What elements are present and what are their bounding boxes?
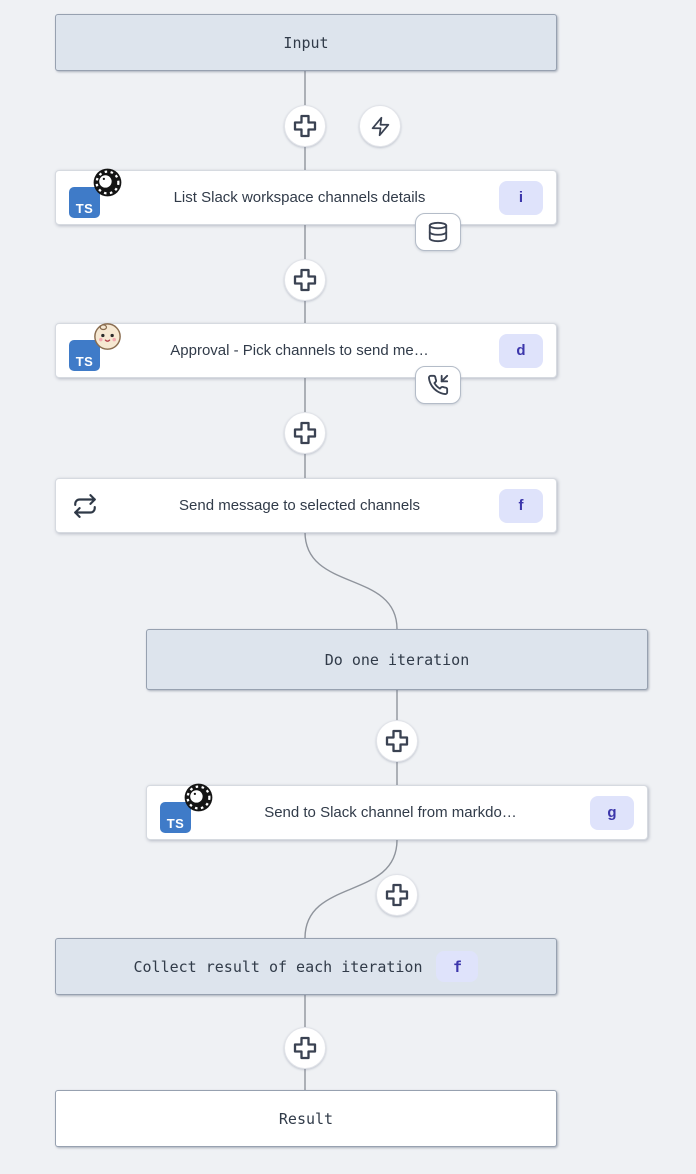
plus-icon: [385, 729, 409, 753]
database-icon: [428, 221, 448, 243]
add-step-button[interactable]: [376, 874, 418, 916]
step-node-approval[interactable]: TS Approval - Pick channels to send me… …: [55, 323, 557, 378]
flow-input-node[interactable]: Input: [55, 14, 557, 71]
deno-logo-icon: [93, 168, 122, 197]
connector-step4-to-collect: [304, 839, 398, 939]
zap-icon: [371, 116, 389, 136]
typescript-icon: TS: [69, 340, 100, 371]
plus-icon: [293, 114, 317, 138]
plus-icon: [293, 268, 317, 292]
collect-result-label: Collect result of each iteration: [133, 957, 423, 976]
step-id-badge: d: [499, 333, 543, 368]
step-label: Approval - Pick channels to send me…: [170, 342, 429, 359]
deno-logo-icon: [184, 783, 213, 812]
typescript-icon-label: TS: [166, 816, 185, 831]
do-one-iteration-node[interactable]: Do one iteration: [146, 629, 648, 690]
repeat-icon: [73, 493, 96, 518]
cache-indicator: [415, 213, 461, 251]
flow-result-label: Result: [278, 1109, 334, 1128]
step-label: Send to Slack channel from markdo…: [264, 804, 517, 821]
add-step-button[interactable]: [284, 1027, 326, 1069]
plus-icon: [385, 883, 409, 907]
bun-logo-icon: [94, 323, 121, 350]
do-one-iteration-label: Do one iteration: [324, 650, 470, 669]
typescript-icon: TS: [160, 802, 191, 833]
step-id-badge: f: [436, 951, 479, 982]
flow-result-node[interactable]: Result: [55, 1090, 557, 1147]
flow-input-label: Input: [283, 33, 329, 52]
add-step-button[interactable]: [284, 105, 326, 147]
add-step-button[interactable]: [284, 259, 326, 301]
step-id-badge: i: [499, 180, 543, 215]
add-step-button[interactable]: [284, 412, 326, 454]
typescript-icon: TS: [69, 187, 100, 218]
typescript-icon-label: TS: [75, 201, 94, 216]
plus-icon: [293, 1036, 317, 1060]
plus-icon: [293, 421, 317, 445]
typescript-icon-label: TS: [75, 354, 94, 369]
phone-incoming-icon: [428, 374, 449, 396]
step-id-badge: f: [499, 488, 543, 523]
connector-step3-to-iteration: [304, 531, 398, 630]
add-step-button[interactable]: [376, 720, 418, 762]
add-trigger-button[interactable]: [359, 105, 401, 147]
step-label: List Slack workspace channels details: [173, 189, 426, 206]
language-icon-wrap: TS: [69, 168, 122, 218]
collect-result-node[interactable]: Collect result of each iteration f: [55, 938, 557, 995]
loop-icon-wrap: [69, 493, 100, 519]
step-node-forloop[interactable]: Send message to selected channels f: [55, 478, 557, 533]
step-node-list-channels[interactable]: TS List Slack workspace channels details…: [55, 168, 557, 225]
step-node-send-markdown[interactable]: TS Send to Slack channel from markdo… g: [146, 783, 648, 840]
language-icon-wrap: TS: [160, 783, 213, 833]
approval-suspend-indicator: [415, 366, 461, 404]
language-icon-wrap: TS: [69, 323, 121, 371]
step-id-badge: g: [590, 795, 634, 830]
step-label: Send message to selected channels: [179, 497, 420, 514]
